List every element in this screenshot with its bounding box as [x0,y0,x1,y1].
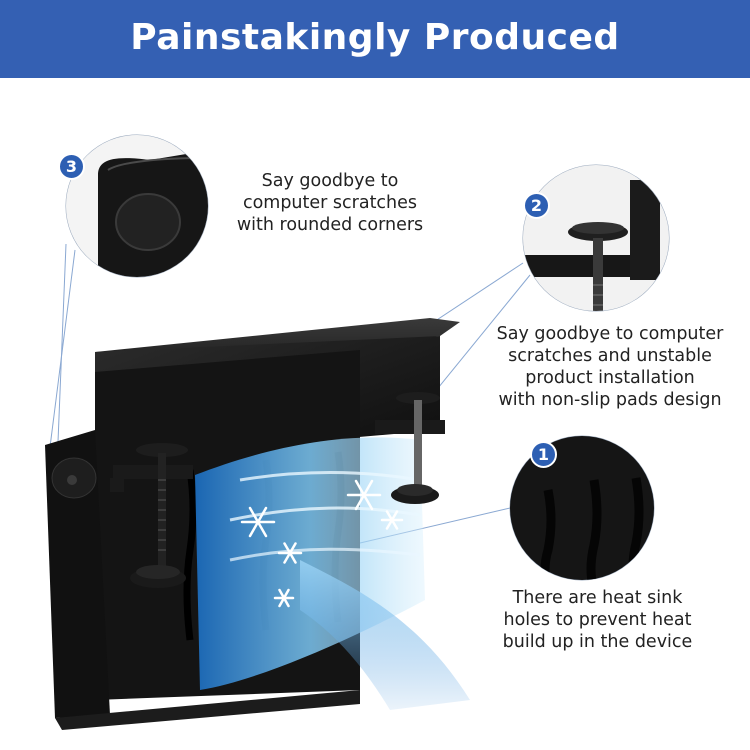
detail-circle-1 [509,435,655,581]
caption-line: There are heat sink [512,588,683,608]
caption-line: computer scratches [242,193,418,213]
page-title: Painstakingly Produced [130,16,620,58]
clamp-left [110,443,193,588]
clamp-right [375,392,445,504]
caption-line: scratches and unstable [508,346,712,366]
detail-circle-3 [65,134,209,278]
callout-badge-1: 1 [530,441,557,468]
caption-line: product installation [525,368,695,388]
callout-badge-2: 2 [523,192,550,219]
callout-caption-3: Say goodbye to computer scratches with r… [205,170,455,236]
caption-line: holes to prevent heat [503,610,692,630]
callout-badge-3: 3 [58,153,85,180]
callout-caption-1: There are heat sink holes to prevent hea… [470,587,725,653]
caption-line: build up in the device [502,632,693,652]
caption-line: Say goodbye to computer [496,324,724,344]
snowflake-icon [240,479,404,608]
callout-caption-2: Say goodbye to computer scratches and un… [470,323,750,411]
header-banner: Painstakingly Produced [0,0,750,78]
caption-line: with non-slip pads design [498,390,722,410]
detail-circle-2 [522,164,670,312]
caption-line: with rounded corners [236,215,424,235]
caption-line: Say goodbye to [261,171,399,191]
